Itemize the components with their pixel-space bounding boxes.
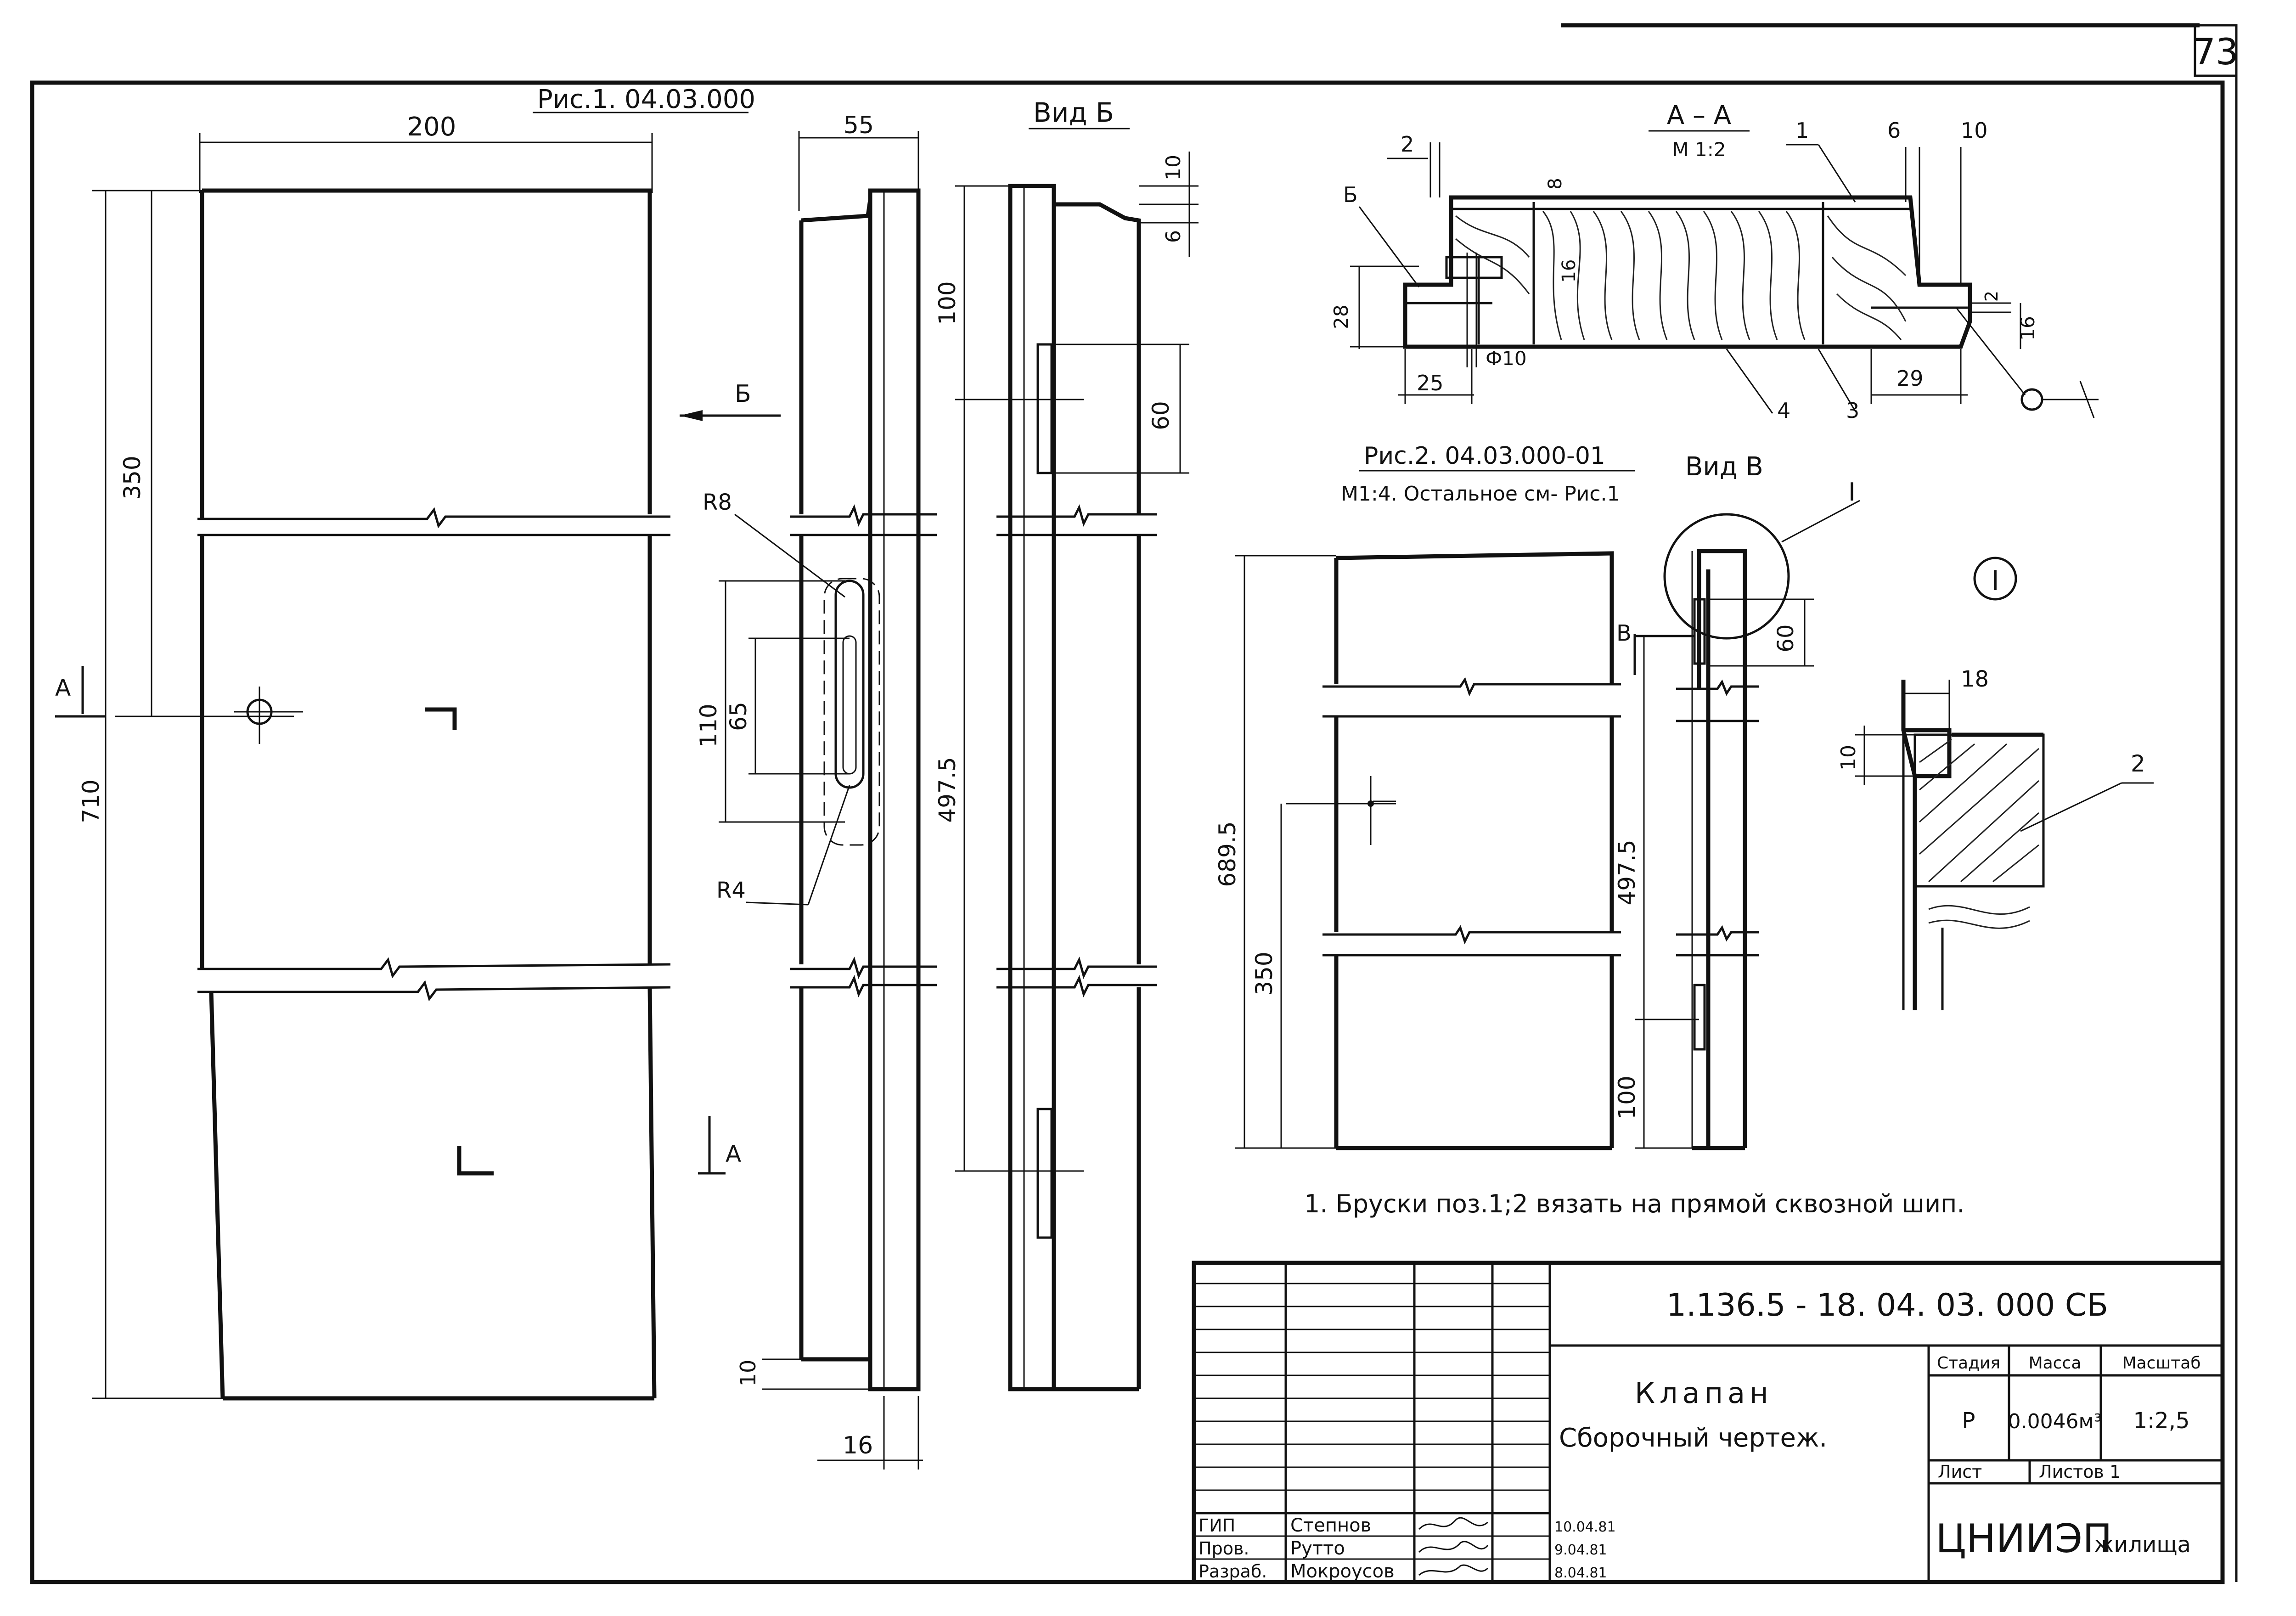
stage-value: Р [1962,1408,1975,1434]
sheet-label: Лист [1938,1462,1982,1482]
detail-dim-10: 10 [1837,745,1860,771]
view-b-dim-10: 10 [1162,155,1185,180]
section-aa-pos-1: 1 [1795,118,1809,143]
view-v-dim-4975: 497.5 [1614,839,1640,905]
section-a-a: А – А М 1:2 2 1 6 10 Б 8 [1330,101,2099,423]
mass-value: 0.0046м³ [2008,1410,2102,1433]
general-note: 1. Бруски поз.1;2 вязать на прямой сквоз… [1304,1189,1965,1218]
view-b-title: Вид Б [1033,97,1114,128]
sig-role-dev: Разраб. [1199,1561,1267,1582]
page-number: 73 [2193,32,2238,73]
view-v-title: Вид В [1685,452,1763,482]
org-logo: ЦНИИЭП [1936,1516,2112,1562]
section-aa-dim-25: 25 [1417,371,1444,395]
sig-role-gip: ГИП [1199,1515,1235,1536]
section-aa-dim-10: 10 [1961,118,1988,143]
view-mark-b: Б [735,380,751,408]
view-b-dim-100: 100 [934,281,961,325]
detail-pos-2: 2 [2131,750,2145,777]
fig1-front-view: Рис.1. 04.03.000 200 710 350 [55,84,781,1401]
side-dim-10: 10 [736,1360,760,1387]
sig-date-gip: 10.04.81 [1554,1519,1616,1535]
sheets-label: Листов 1 [2039,1462,2121,1482]
signature-scribble [1418,1564,1489,1576]
side-view: 55 110 65 R8 R4 10 [695,112,937,1470]
fig1-dim-710: 710 [78,779,104,823]
view-b-dim-60: 60 [1148,401,1174,430]
side-dim-16: 16 [843,1432,873,1459]
header-mass: Масса [2029,1354,2082,1373]
fig1-dim-width: 200 [407,112,456,142]
section-aa-dim-2: 2 [1401,132,1414,157]
fig2-front-view: Рис.2. 04.03.000-01 М1:4. Остальное см- … [1214,442,1635,1150]
fig2-title: Рис.2. 04.03.000-01 [1364,442,1605,470]
section-aa-mark-b: Б [1343,182,1358,207]
view-v-callout: I [1848,478,1856,507]
section-aa-dim-2b: 2 [1981,291,2002,302]
side-r8: R8 [703,490,732,515]
view-v-mark: В [1616,620,1632,646]
view-b: Вид Б 10 6 100 60 497.5 [934,97,1199,1391]
section-aa-dim-phi10: Ф10 [1486,347,1527,370]
view-v-dim-60: 60 [1773,624,1799,652]
section-mark-a-bottom: А [726,1141,741,1167]
detail-dim-18: 18 [1961,666,1989,692]
sig-name-dev: Мокроусов [1290,1561,1395,1582]
sig-name-gip: Степнов [1290,1515,1371,1536]
drawing-code: 1.136.5 - 18. 04. 03. 000 СБ [1666,1287,2108,1323]
view-b-dim-6: 6 [1162,230,1185,243]
side-dim-110: 110 [695,704,722,747]
section-aa-pos-4: 4 [1777,398,1790,423]
view-v: Вид В I В 60 497.5 100 [1614,452,1860,1150]
side-dim-65: 65 [725,702,752,731]
section-aa-dim-28: 28 [1330,304,1352,329]
section-aa-scale: М 1:2 [1672,138,1726,161]
fig2-dim-6895: 689.5 [1214,821,1241,887]
header-stage: Стадия [1937,1354,2000,1373]
fig2-subtitle: М1:4. Остальное см- Рис.1 [1341,482,1620,506]
section-aa-dim-29: 29 [1896,366,1924,391]
view-b-dim-4975: 497.5 [934,757,961,822]
section-aa-pos-3: 3 [1846,398,1859,423]
section-aa-title: А – А [1667,101,1731,130]
org-suffix: жилища [2094,1532,2191,1558]
scale-value: 1:2,5 [2133,1408,2189,1434]
fig1-title: Рис.1. 04.03.000 [537,84,755,114]
fig2-dim-350: 350 [1251,952,1277,995]
side-r4: R4 [716,878,746,903]
sig-date-check: 9.04.81 [1554,1542,1607,1558]
section-aa-dim-16a: 16 [1559,259,1580,283]
sheet-frame: 73 [30,23,2239,1584]
sig-role-check: Пров. [1199,1538,1249,1559]
view-v-dim-100: 100 [1614,1075,1640,1119]
signature-scribble [1418,1541,1489,1553]
section-aa-dim-6: 6 [1887,118,1901,143]
sig-name-check: Рутто [1290,1538,1345,1559]
sig-date-dev: 8.04.81 [1554,1565,1607,1581]
drawing-name-line2: Сборочный чертеж. [1559,1423,1827,1453]
section-aa-dim-16b: 16 [2016,316,2039,340]
header-scale: Масштаб [2122,1354,2200,1373]
fig1-dim-350: 350 [119,456,146,499]
drawing-name-line1: Клапан [1635,1376,1773,1410]
section-aa-dim-8: 8 [1545,178,1566,189]
detail-mark: I [1991,565,1999,597]
detail-i: I 18 10 2 [1837,557,2154,1010]
section-mark-a-top: А [55,675,71,701]
title-block: 1.136.5 - 18. 04. 03. 000 СБ Клапан Сбор… [1192,1261,2225,1584]
side-dim-55: 55 [844,112,874,139]
signature-scribble [1418,1517,1488,1530]
